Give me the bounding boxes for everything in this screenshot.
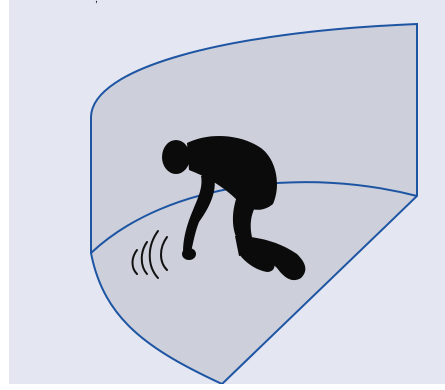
illustration-canvas: [9, 0, 445, 384]
corner-mark: ,: [95, 0, 98, 6]
illustration-panel: ,: [9, 0, 445, 384]
person-hand: [182, 248, 196, 260]
person-head: [162, 140, 190, 174]
